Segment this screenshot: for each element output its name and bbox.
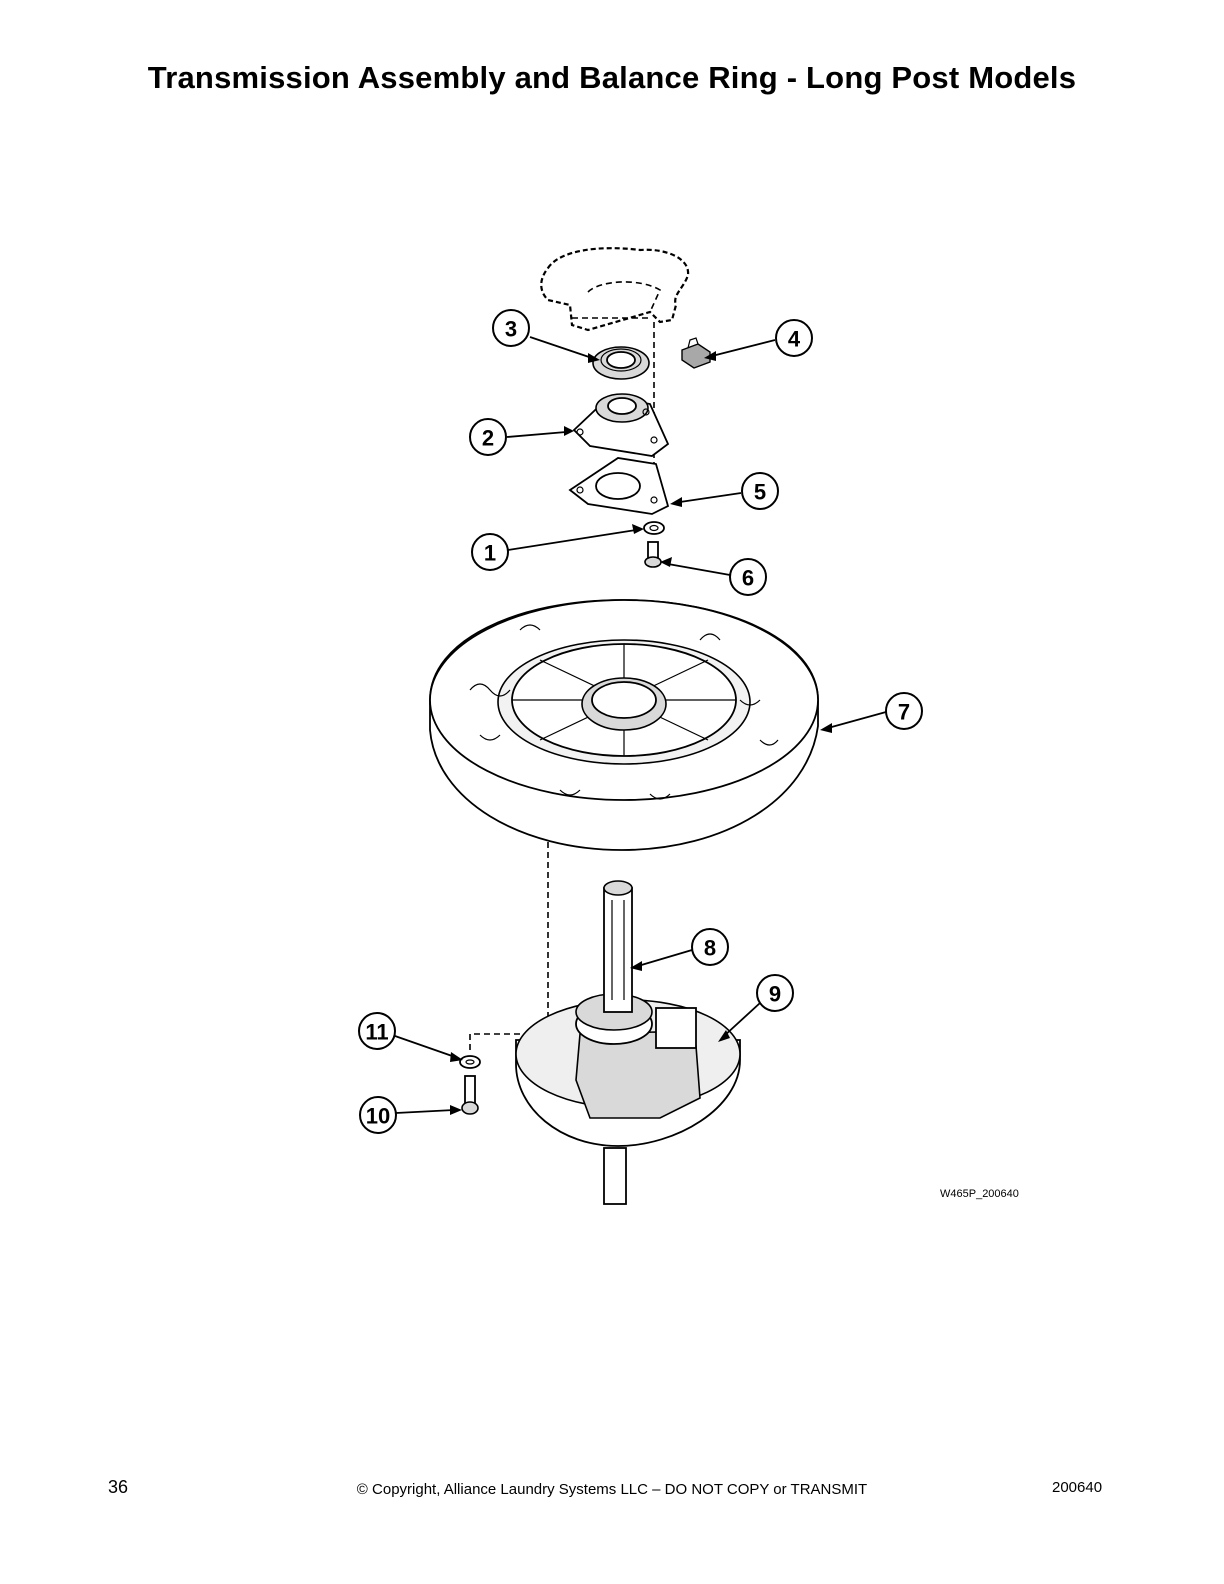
leader-lines [394, 336, 887, 1115]
part-6-screw [644, 541, 662, 568]
callout-10: 10 [359, 1096, 397, 1134]
part-7-balance-ring [429, 599, 819, 851]
part-5-gasket [568, 457, 670, 515]
copyright-notice: © Copyright, Alliance Laundry Systems LL… [356, 1481, 868, 1498]
callout-4: 4 [775, 319, 813, 357]
svg-text:10: 10 [366, 1104, 390, 1129]
svg-text:4: 4 [788, 327, 801, 352]
alignment-line [469, 842, 549, 1050]
document-code: 200640 [1052, 1479, 1103, 1496]
tub-mount-reference [540, 247, 690, 505]
figure-code: W465P_200640 [940, 1188, 1019, 1200]
svg-text:6: 6 [742, 566, 754, 591]
part-10-bolt [461, 1075, 479, 1115]
part-3-seal [592, 346, 650, 380]
svg-text:1: 1 [484, 541, 496, 566]
svg-text:8: 8 [704, 936, 716, 961]
callout-11: 11 [358, 1012, 396, 1050]
part-9-transmission [515, 993, 741, 1205]
part-8-shaft [603, 880, 633, 1013]
svg-text:5: 5 [754, 480, 766, 505]
part-2-bearing-housing [572, 393, 670, 457]
part-4-clip [681, 337, 711, 369]
svg-text:9: 9 [769, 982, 781, 1007]
page-title: Transmission Assembly and Balance Ring -… [147, 60, 1077, 95]
callout-9: 9 [756, 974, 794, 1012]
callout-2: 2 [469, 418, 507, 456]
callout-8: 8 [691, 928, 729, 966]
svg-text:7: 7 [898, 700, 910, 725]
callout-7: 7 [885, 692, 923, 730]
svg-text:3: 3 [505, 317, 517, 342]
callout-1: 1 [471, 533, 509, 571]
part-11-lock-washer [459, 1055, 481, 1069]
callout-6: 6 [729, 558, 767, 596]
svg-text:11: 11 [365, 1020, 388, 1045]
callout-5: 5 [741, 472, 779, 510]
callout-3: 3 [492, 309, 530, 347]
svg-text:2: 2 [482, 426, 494, 451]
page-number: 36 [108, 1477, 129, 1497]
part-1-washer [643, 521, 665, 535]
